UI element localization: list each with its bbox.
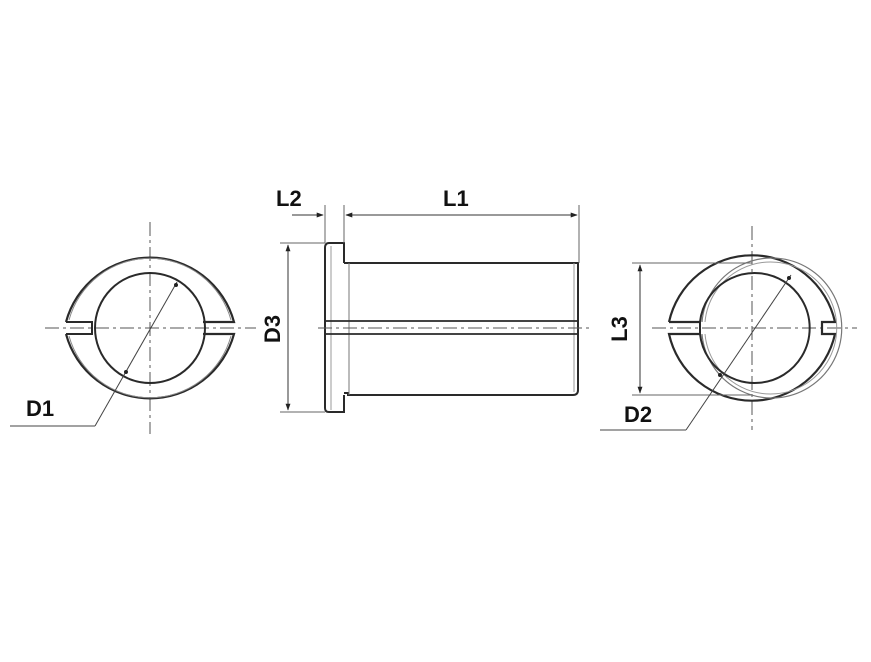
flange-ring-inner	[704, 261, 838, 395]
l2-label: L2	[276, 186, 302, 211]
d1-dimension-line	[94, 281, 178, 427]
slot-left	[66, 321, 93, 335]
outer-ring-lower	[64, 332, 236, 400]
left-end-view	[10, 222, 256, 434]
outer-ring-upper-inner-edge	[68, 257, 232, 321]
flange-outline	[324, 242, 345, 413]
body-outline	[344, 262, 579, 396]
flange-ring-outer	[701, 257, 843, 399]
inner-bore	[699, 272, 811, 384]
d2-dimension-line	[685, 274, 792, 431]
d3-label: D3	[260, 314, 286, 344]
outer-ring-upper	[64, 256, 236, 324]
outer-ring-lower-inner-edge	[68, 335, 232, 399]
l1-label: L1	[443, 186, 469, 211]
right-end-view	[600, 226, 857, 431]
inner-bore	[94, 272, 206, 384]
d1-label: D1	[26, 396, 55, 421]
l3-label: L3	[606, 316, 632, 342]
d2-label: D2	[624, 402, 653, 427]
side-view	[280, 205, 590, 413]
